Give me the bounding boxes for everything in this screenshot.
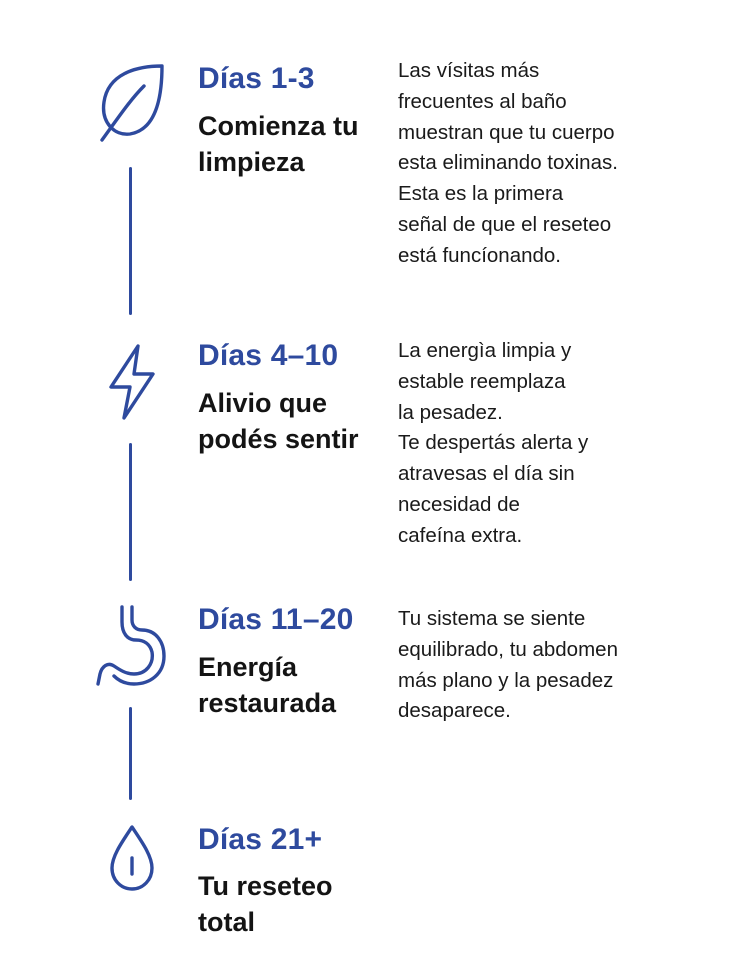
timeline-connector (129, 707, 132, 800)
step-title: Días 1-3 (198, 62, 315, 95)
description-line: estable reemplaza (398, 369, 566, 393)
description-line: señal de que el reseteo (398, 212, 612, 236)
description-line: atravesas el día sin (398, 462, 575, 486)
description-line: Te despertás alerta y (398, 431, 589, 455)
step-subtitle: Energía restaurada (198, 652, 337, 718)
description-line: necesidad de (398, 492, 520, 516)
timeline-connector (129, 167, 132, 315)
description-line: cafeína extra. (398, 523, 523, 547)
description-line: equilibrado, tu abdomen (398, 637, 618, 661)
description-line: esta eliminando toxinas. (398, 151, 618, 175)
leaf-icon (96, 62, 168, 144)
description-line: La energìa limpia y (398, 339, 572, 362)
timeline-connector (129, 443, 132, 581)
step-title: Días 4–10 (198, 339, 339, 372)
description-line: Las vísitas más (398, 59, 540, 82)
description-line: más plano y la pesadez (398, 668, 614, 692)
description-line: desaparece. (398, 699, 511, 723)
description-line: frecuentes al baño (398, 89, 567, 113)
description-line: está funcíonando. (398, 243, 561, 267)
description-line: muestran que tu cuerpo (398, 120, 615, 144)
step-description: La energìa limpia y estable reemplaza la… (398, 336, 698, 552)
description-line: Esta es la primera (398, 182, 564, 206)
step-subtitle: Comienza tu limpieza (198, 111, 359, 177)
step-description: Tu sistema se siente equilibrado, tu abd… (398, 604, 698, 727)
step-subtitle: Tu reseteo total (198, 871, 333, 937)
step-subtitle: Alivio que podés sentir (198, 388, 359, 454)
stomach-icon (92, 604, 168, 686)
lightning-bolt-icon (108, 343, 156, 421)
step-title: Días 11–20 (198, 603, 354, 636)
step-description: Las vísitas más frecuentes al baño muest… (398, 56, 698, 272)
step-title: Días 21+ (198, 823, 323, 856)
description-line: la pesadez. (398, 400, 503, 424)
water-drop-icon (108, 824, 156, 892)
description-line: Tu sistema se siente (398, 607, 586, 630)
